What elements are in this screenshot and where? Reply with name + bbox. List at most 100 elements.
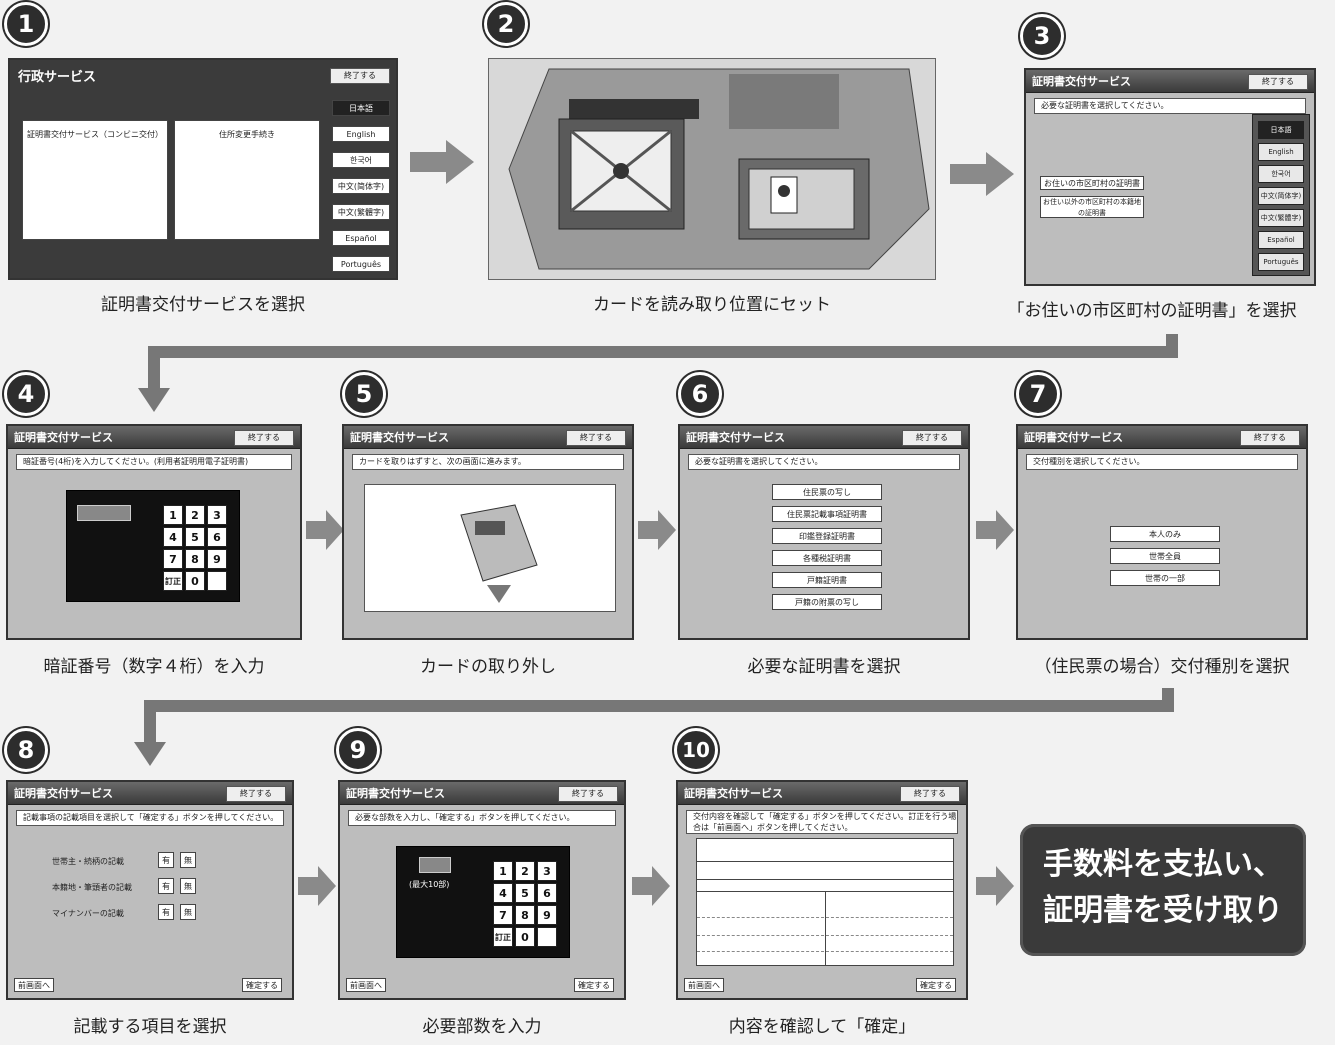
certificate-option[interactable]: 戸籍証明書 [772, 572, 882, 588]
issue-type-option[interactable]: 本人のみ [1110, 526, 1220, 542]
key[interactable]: 0 [515, 927, 535, 947]
back-button[interactable]: 前画面へ [14, 978, 54, 992]
certificate-option[interactable]: 印鑑登録証明書 [772, 528, 882, 544]
confirm-button[interactable]: 確定する [242, 978, 282, 992]
key[interactable]: 5 [515, 883, 535, 903]
back-button[interactable]: 前画面へ [684, 978, 724, 992]
end-button[interactable]: 終了する [566, 430, 626, 446]
end-button[interactable]: 終了する [902, 430, 962, 446]
end-button[interactable]: 終了する [1248, 74, 1308, 90]
screen-title: 行政サービス [18, 70, 97, 85]
correct-key[interactable]: 訂正 [163, 571, 183, 591]
end-button[interactable]: 終了する [226, 786, 286, 802]
back-button[interactable]: 前画面へ [346, 978, 386, 992]
card-removal-panel [364, 484, 616, 612]
key[interactable]: 6 [537, 883, 557, 903]
lang-button[interactable]: 中文(繁體字) [332, 204, 390, 220]
step-2-caption: カードを読み取り位置にセット [593, 295, 831, 315]
option-button[interactable]: お住い以外の市区町村の本籍地の証明書 [1040, 196, 1144, 218]
screen-title: 証明書交付サービス [686, 431, 785, 444]
key[interactable]: 9 [207, 549, 227, 569]
key[interactable]: 4 [163, 527, 183, 547]
certificate-option[interactable]: 住民票記載事項証明書 [772, 506, 882, 522]
step-7-badge: 7 [1016, 372, 1060, 416]
step-3-caption: 「お住いの市区町村の証明書」を選択 [1007, 301, 1297, 321]
key[interactable]: 8 [185, 549, 205, 569]
service-card[interactable]: 住所変更手続き [174, 120, 320, 240]
title-bar: 証明書交付サービス終了する [340, 782, 624, 805]
end-button[interactable]: 終了する [234, 430, 294, 446]
step-7-caption: （住民票の場合）交付種別を選択 [1034, 657, 1290, 677]
key[interactable]: 4 [493, 883, 513, 903]
screen-title: 証明書交付サービス [1032, 75, 1131, 88]
certificate-option[interactable]: 各種税証明書 [772, 550, 882, 566]
key[interactable]: 3 [537, 861, 557, 881]
screen-title: 証明書交付サービス [1024, 431, 1123, 444]
message-bar: 交付種別を選択してください。 [1026, 454, 1298, 470]
key[interactable]: 9 [537, 905, 557, 925]
lang-button[interactable]: Português [1258, 253, 1304, 271]
end-button[interactable]: 終了する [1240, 430, 1300, 446]
key[interactable]: 7 [493, 905, 513, 925]
key[interactable] [207, 571, 227, 591]
lang-button[interactable]: 日本語 [1258, 121, 1304, 139]
lang-button[interactable]: Español [1258, 231, 1304, 249]
end-button[interactable]: 終了する [558, 786, 618, 802]
certificate-option[interactable]: 住民票の写し [772, 484, 882, 500]
title-bar: 証明書交付サービス 終了する [1026, 70, 1314, 93]
lang-button[interactable]: Português [332, 256, 390, 272]
issue-type-option[interactable]: 世帯全員 [1110, 548, 1220, 564]
step-4-badge: 4 [4, 372, 48, 416]
title-bar: 証明書交付サービス 終了する [1018, 426, 1306, 449]
card-reader-icon [460, 504, 538, 603]
key[interactable]: 1 [163, 505, 183, 525]
key[interactable]: 1 [493, 861, 513, 881]
no-toggle[interactable]: 無 [180, 878, 196, 894]
key[interactable]: 2 [185, 505, 205, 525]
language-panel: 日本語 English 한국어 中文(简体字) 中文(繁體字) Español … [1252, 114, 1310, 276]
lang-button[interactable]: English [1258, 143, 1304, 161]
key[interactable]: 0 [185, 571, 205, 591]
key[interactable]: 6 [207, 527, 227, 547]
service-card[interactable]: 証明書交付サービス（コンビニ交付） [22, 120, 168, 240]
arrow-right-icon [976, 866, 1014, 906]
end-button[interactable]: 終了する [330, 68, 390, 84]
key[interactable]: 5 [185, 527, 205, 547]
end-button[interactable]: 終了する [900, 786, 960, 802]
certificate-option[interactable]: 戸籍の附票の写し [772, 594, 882, 610]
lang-button[interactable]: English [332, 126, 390, 142]
no-toggle[interactable]: 無 [180, 852, 196, 868]
confirm-button[interactable]: 確定する [916, 978, 956, 992]
table-divider [697, 879, 953, 880]
final-step-box: 手数料を支払い、 証明書を受け取り [1020, 824, 1306, 956]
yes-toggle[interactable]: 有 [158, 878, 174, 894]
confirm-button[interactable]: 確定する [574, 978, 614, 992]
key[interactable]: 8 [515, 905, 535, 925]
lang-button[interactable]: 한국어 [1258, 165, 1304, 183]
option-button[interactable]: お住いの市区町村の証明書 [1040, 176, 1144, 190]
step-1-screen: 行政サービス 終了する 証明書交付サービス（コンビニ交付） 住所変更手続き 日本… [8, 58, 398, 280]
lang-button[interactable]: 中文(繁體字) [1258, 209, 1304, 227]
key[interactable]: 2 [515, 861, 535, 881]
key[interactable]: 7 [163, 549, 183, 569]
key[interactable]: 3 [207, 505, 227, 525]
title-bar: 証明書交付サービス終了する [344, 426, 632, 449]
lang-button[interactable]: 한국어 [332, 152, 390, 168]
arrow-right-icon [306, 510, 344, 550]
key[interactable] [537, 927, 557, 947]
no-toggle[interactable]: 無 [180, 904, 196, 920]
lang-button[interactable]: 日本語 [332, 100, 390, 116]
issue-type-option[interactable]: 世帯の一部 [1110, 570, 1220, 586]
yes-toggle[interactable]: 有 [158, 852, 174, 868]
pin-display [77, 505, 131, 521]
message-bar: 暗証番号(4桁)を入力してください。(利用者証明用電子証明書) [16, 454, 292, 470]
arrow-right-icon [638, 510, 676, 550]
lang-button[interactable]: Español [332, 230, 390, 246]
correct-key[interactable]: 訂正 [493, 927, 513, 947]
step-1-caption: 証明書交付サービスを選択 [101, 295, 305, 315]
lang-button[interactable]: 中文(简体字) [1258, 187, 1304, 205]
yes-toggle[interactable]: 有 [158, 904, 174, 920]
lang-button[interactable]: 中文(简体字) [332, 178, 390, 194]
max-copies-label: (最大10部) [409, 880, 450, 889]
connector-arrow-icon [138, 334, 1178, 412]
